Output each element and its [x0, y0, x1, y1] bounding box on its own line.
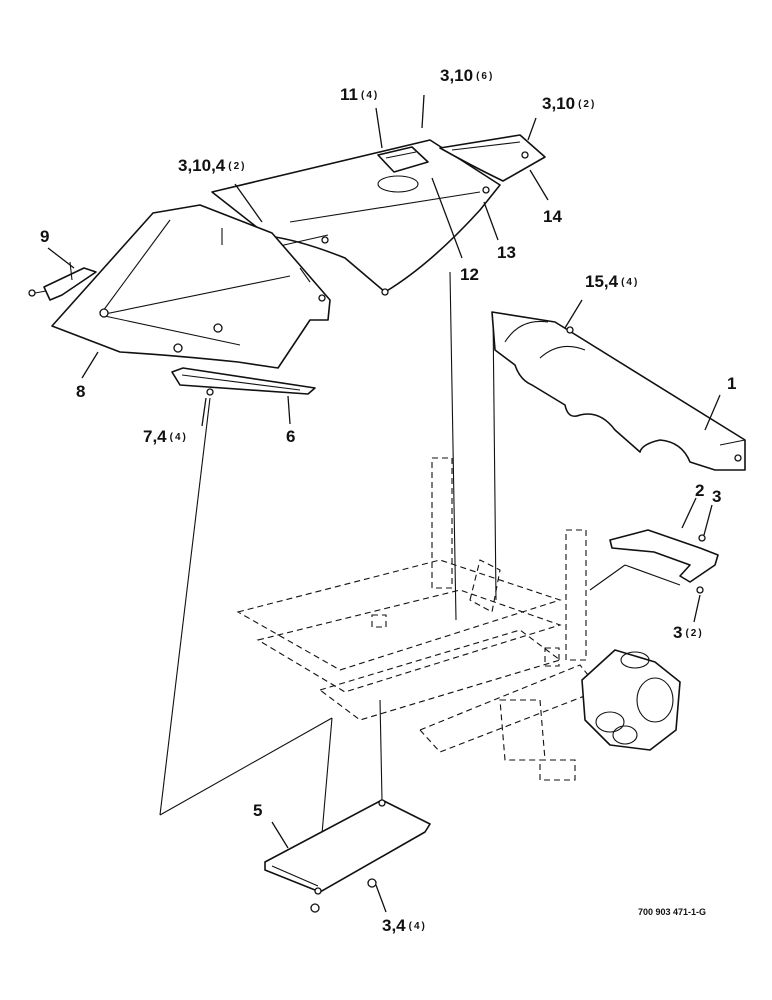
callout-14: 14	[543, 207, 562, 226]
phantom-lines	[159, 271, 681, 881]
part-6-bracket	[171, 367, 316, 396]
callout-7-4: 7,4(4)	[143, 427, 188, 446]
part-14-small-shield	[439, 134, 546, 182]
leader-lines	[47, 94, 721, 913]
part-13-upper-shield	[211, 139, 501, 296]
callout-9: 9	[40, 227, 50, 246]
callout-3: 3	[712, 487, 722, 506]
callout-3-qty-2: 3(2)	[673, 623, 704, 642]
part-5-pan	[264, 799, 431, 913]
part-2-bracket	[609, 529, 719, 594]
callout-13: 13	[497, 243, 516, 262]
callout-3-4: 3,4(4)	[382, 916, 427, 935]
part-8-side-shield	[51, 204, 331, 369]
callout-3-10-4: 3,10,4(2)	[178, 156, 247, 175]
part-12-plate	[377, 146, 429, 173]
callout-1: 1	[727, 374, 737, 393]
callout-2: 2	[695, 481, 705, 500]
callout-6: 6	[286, 427, 296, 446]
callout-3-10-qty-2: 3,10(2)	[542, 94, 597, 113]
callout-15-4: 15,4(4)	[585, 272, 640, 291]
gearbox	[581, 649, 681, 751]
drawing-number: 700 903 471-1-G	[638, 907, 707, 917]
callout-5: 5	[253, 801, 263, 820]
part-1-shield	[491, 311, 746, 471]
callout-8: 8	[76, 382, 86, 401]
frame-phantom	[236, 457, 601, 781]
callout-12: 12	[460, 265, 479, 284]
callout-3-10-qty-6: 3,10(6)	[440, 66, 495, 85]
callout-11: 11(4)	[340, 85, 380, 104]
